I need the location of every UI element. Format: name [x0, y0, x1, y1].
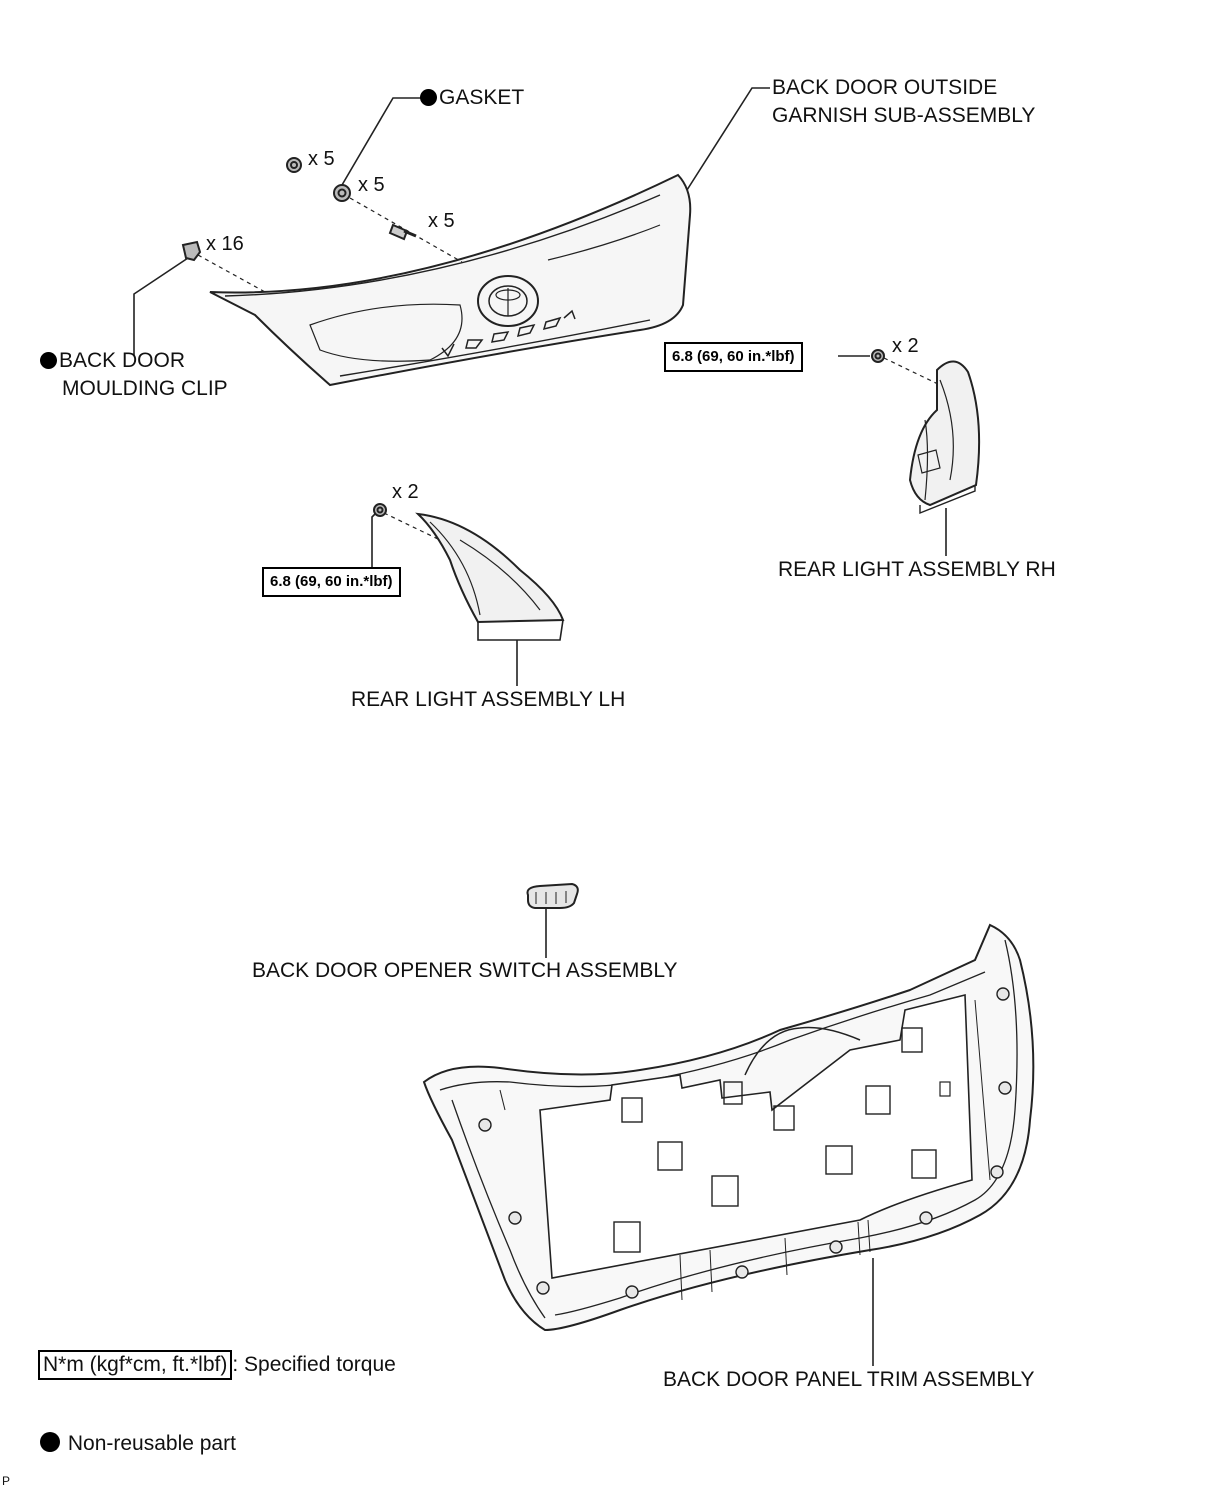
- panel-trim-part: [422, 923, 1035, 1332]
- torque-box-rh: 6.8 (69, 60 in.*lbf): [664, 342, 803, 372]
- leader-lines: [133, 87, 947, 1366]
- lh-quantity: x 2: [392, 481, 419, 503]
- torque-legend-desc: : Specified torque: [232, 1353, 396, 1376]
- moulding-clip: [181, 240, 202, 262]
- rear-light-lh-label: REAR LIGHT ASSEMBLY LH: [351, 688, 626, 711]
- clip-quantity: x 16: [206, 233, 244, 255]
- clip-label: BACK DOOR: [40, 347, 185, 375]
- gasket-label: GASKET: [420, 84, 524, 112]
- rear-light-lh-part: [373, 503, 565, 641]
- gasket-quantity: x 5: [358, 174, 385, 196]
- opener-switch-label: BACK DOOR OPENER SWITCH ASSEMBLY: [252, 959, 678, 982]
- non-reusable-dot-icon: [40, 352, 57, 369]
- diagram-code: P: [2, 1474, 11, 1488]
- clip-label-line1: BACK DOOR: [59, 349, 186, 372]
- non-reusable-dot-icon: [420, 89, 437, 106]
- torque-legend: N*m (kgf*cm, ft.*lbf): Specified torque: [38, 1350, 396, 1380]
- clip-label-line2: MOULDING CLIP: [62, 377, 228, 400]
- rear-light-rh-part: [871, 349, 981, 515]
- stud-fastener: [388, 223, 417, 241]
- install-lines: [197, 197, 941, 541]
- non-reusable-dot-icon: [40, 1432, 60, 1452]
- non-reusable-legend: Non-reusable part: [40, 1430, 236, 1458]
- nut-fastener: [286, 157, 302, 173]
- opener-switch-part: [526, 882, 579, 909]
- panel-trim-label: BACK DOOR PANEL TRIM ASSEMBLY: [663, 1368, 1035, 1391]
- garnish-part: [209, 173, 692, 387]
- garnish-label-line2: GARNISH SUB-ASSEMBLY: [772, 104, 1036, 127]
- non-reusable-legend-text: Non-reusable part: [67, 1432, 236, 1455]
- torque-box-lh: 6.8 (69, 60 in.*lbf): [262, 567, 401, 597]
- gasket-part: [333, 184, 351, 202]
- garnish-label-line1: BACK DOOR OUTSIDE: [772, 76, 998, 99]
- torque-legend-box: N*m (kgf*cm, ft.*lbf): [38, 1350, 233, 1380]
- rear-light-rh-label: REAR LIGHT ASSEMBLY RH: [778, 558, 1056, 581]
- stud-quantity: x 5: [428, 210, 455, 232]
- nut-quantity: x 5: [308, 148, 335, 170]
- gasket-label-text: GASKET: [439, 86, 525, 109]
- rh-quantity: x 2: [892, 335, 919, 357]
